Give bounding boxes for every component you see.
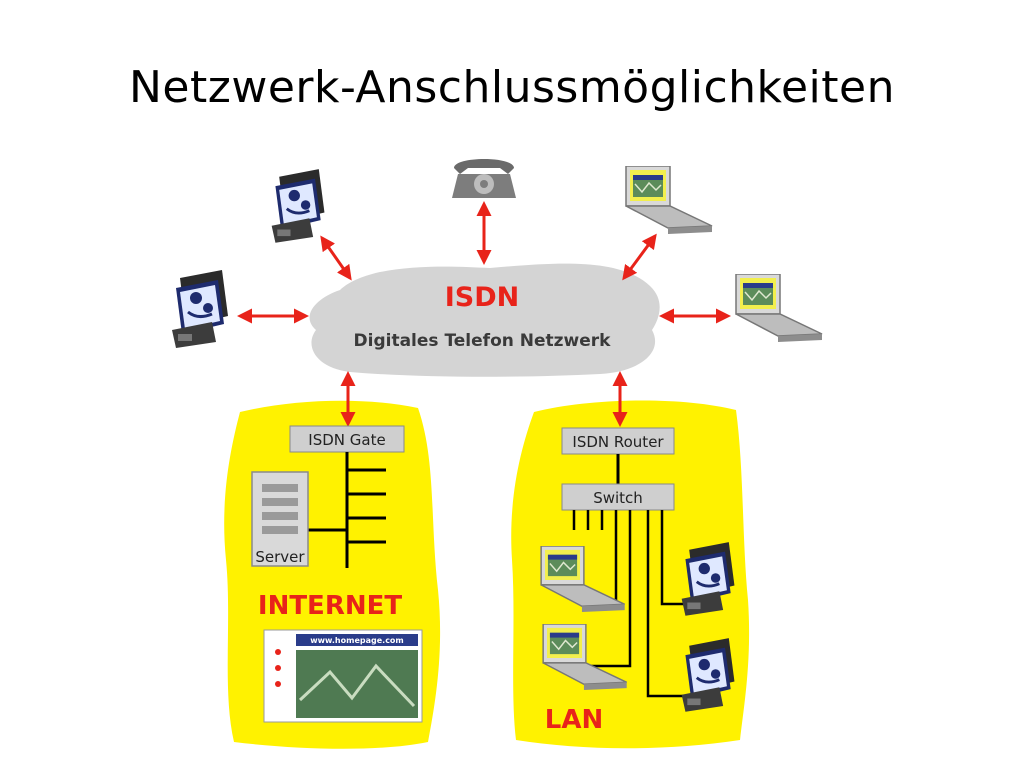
isdn-gate-box: [289, 425, 405, 453]
internet-label: INTERNET: [258, 591, 402, 621]
telephone-icon: [452, 159, 516, 198]
arrow-laptop-top: [622, 233, 657, 281]
arrow-fax-top: [320, 235, 352, 281]
internet-bus-lines: [308, 452, 386, 568]
isdn-sublabel: Digitales Telefon Netzwerk: [354, 331, 612, 351]
laptop-icon: [735, 274, 823, 343]
webpage-url: www.homepage.com: [310, 636, 404, 645]
connection-arrows: [237, 201, 731, 427]
isdn-router-label: ISDN Router: [572, 433, 664, 451]
page-title: Netzwerk-Anschlussmöglichkeiten: [129, 62, 895, 113]
isdn-label: ISDN: [445, 282, 520, 313]
isdn-gate-label: ISDN Gate: [308, 431, 385, 449]
laptop-icon: [625, 166, 713, 235]
switch-label: Switch: [593, 489, 643, 507]
fax-machine-icon: [270, 167, 326, 244]
lan-label: LAN: [545, 705, 603, 735]
server-label: Server: [255, 548, 305, 566]
webpage-icon: www.homepage.com: [263, 629, 423, 723]
isdn-cloud: [309, 263, 660, 377]
server-icon: [251, 471, 309, 567]
isdn-router-box: [561, 427, 675, 455]
switch-box: [561, 483, 675, 511]
fax-machine-icon: [170, 268, 230, 348]
